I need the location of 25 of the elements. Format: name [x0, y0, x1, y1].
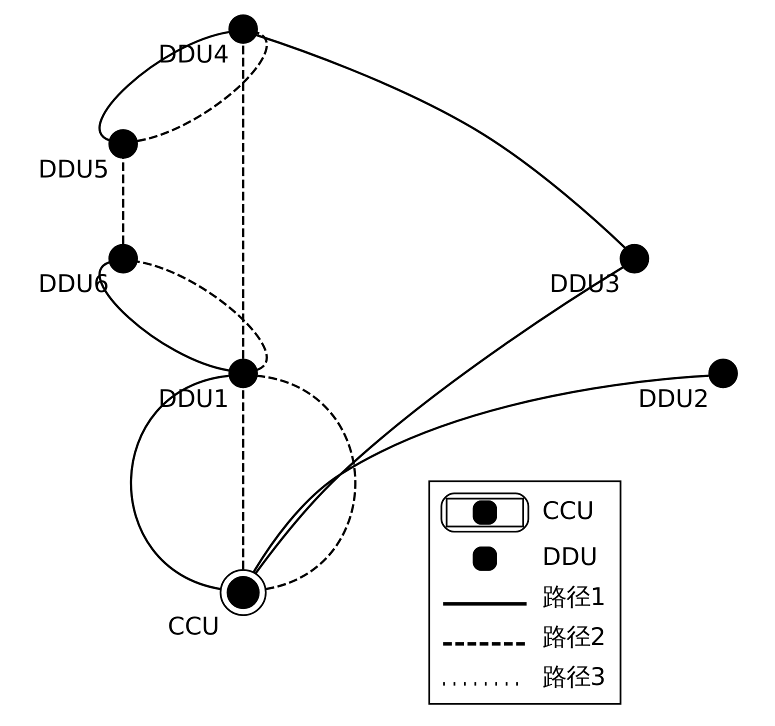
node-circle	[108, 244, 138, 274]
node-circle	[620, 244, 650, 274]
connector	[252, 374, 709, 573]
connector	[136, 32, 268, 142]
legend-label: CCU	[542, 496, 594, 525]
connector	[137, 260, 268, 371]
connector	[254, 266, 624, 574]
node-circle	[708, 358, 738, 388]
legend-label: DDU	[542, 542, 598, 572]
node-circle	[228, 358, 258, 388]
legend-label: 路径2	[542, 622, 606, 652]
node-label: CCU	[168, 612, 220, 641]
connector	[130, 374, 229, 590]
connector	[242, 387, 244, 570]
node-label: DDU2	[638, 384, 709, 413]
connector	[257, 374, 356, 590]
legend-label: 路径1	[542, 582, 606, 612]
node-circle	[220, 569, 267, 616]
connector	[256, 34, 626, 249]
connector	[242, 43, 244, 359]
node-circle	[228, 14, 258, 44]
node-label: DDU5	[38, 154, 109, 184]
connector	[122, 158, 124, 244]
node-circle	[108, 129, 138, 159]
legend-label: 路径3	[542, 662, 606, 692]
